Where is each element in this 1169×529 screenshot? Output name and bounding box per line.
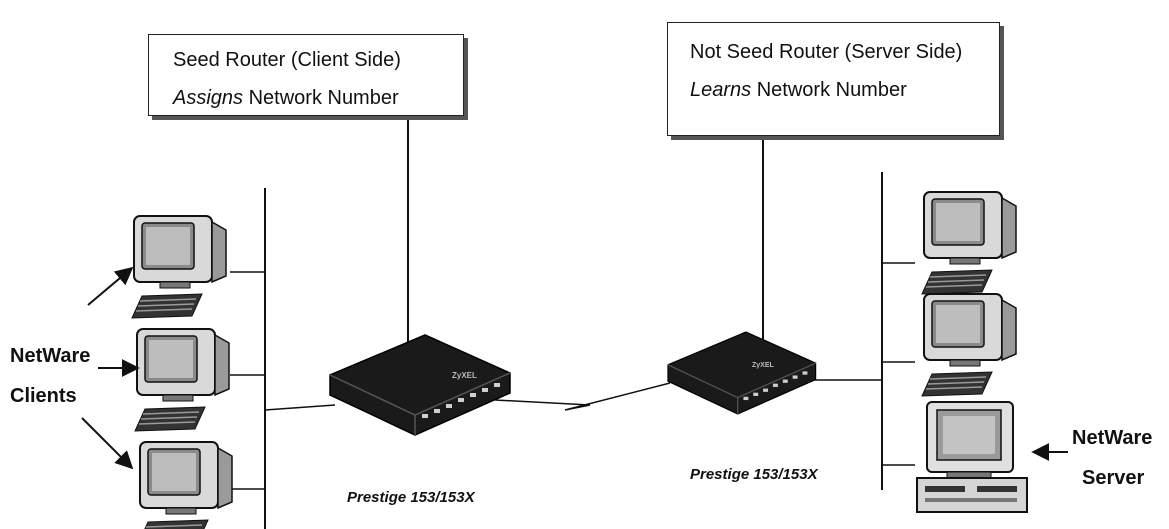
callout-subtitle: Learns Network Number xyxy=(690,79,907,101)
client-workstation-3 xyxy=(137,441,233,529)
server-icon xyxy=(916,401,1028,513)
client-workstation-2 xyxy=(134,328,230,432)
left-lan-to-router xyxy=(264,404,336,411)
router-icon xyxy=(667,331,817,415)
seed-router-callout: Seed Router (Client Side) Assigns Networ… xyxy=(148,34,464,116)
router-brand-mark: ZyXEL xyxy=(452,371,477,380)
not-seed-router-callout: Not Seed Router (Server Side) Learns Net… xyxy=(667,22,1000,136)
arrow-icon xyxy=(81,417,134,470)
client-workstation-1 xyxy=(131,215,227,319)
router-icon xyxy=(329,334,511,436)
callout-title: Not Seed Router (Server Side) xyxy=(690,41,963,63)
callout-subtitle: Assigns Network Number xyxy=(173,87,399,109)
arrow-icon xyxy=(87,266,134,306)
netware-server-label: NetWare Server xyxy=(1072,427,1153,489)
netware-clients-label: NetWare Clients xyxy=(10,345,91,407)
right-router-caption: Prestige 153/153X xyxy=(690,466,818,483)
server-side-workstation-2 xyxy=(921,293,1017,397)
callout-title: Seed Router (Client Side) xyxy=(173,49,401,71)
server-side-workstation-1 xyxy=(921,191,1017,295)
left-router-caption: Prestige 153/153X xyxy=(347,489,475,506)
router-brand-mark: ZyXEL xyxy=(752,362,775,369)
wan-link xyxy=(494,382,671,411)
